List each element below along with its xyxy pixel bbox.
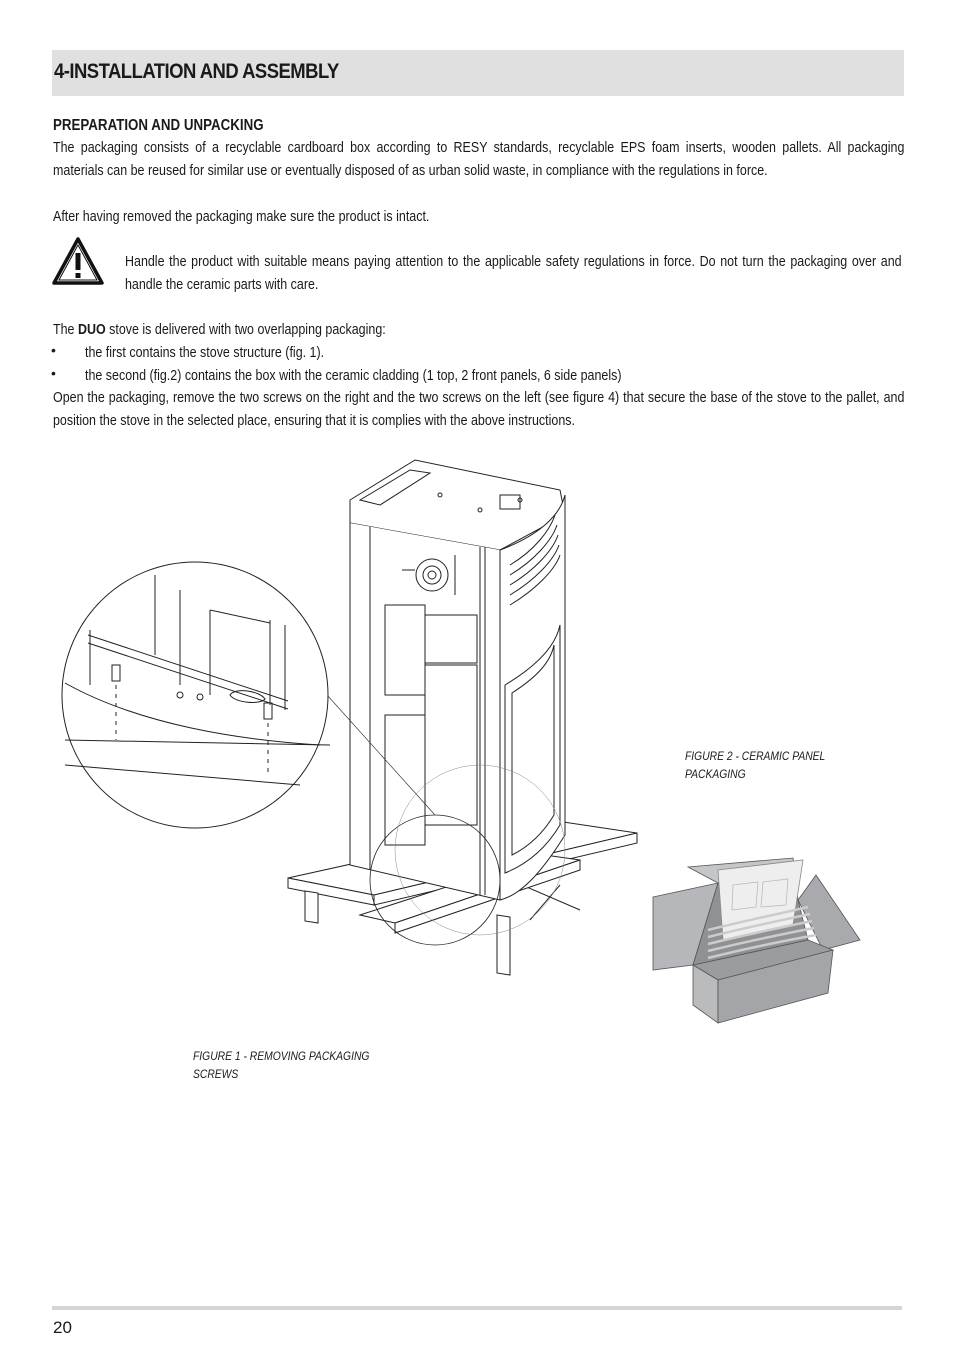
duo-prefix: The [53, 322, 78, 338]
intact-paragraph: After having removed the packaging make … [53, 209, 430, 225]
page-number: 20 [53, 1318, 72, 1337]
warning-triangle-icon [52, 237, 104, 285]
detail-outline [394, 764, 566, 936]
ceramic-panel-box-illustration [652, 857, 861, 1024]
warning-text: Handle the product with suitable means p… [125, 254, 902, 293]
bullet-dot: • [51, 365, 56, 381]
bullet-item: the first contains the stove structure (… [85, 345, 325, 361]
duo-model-name: DUO [77, 322, 106, 338]
stove-pallet-illustration [61, 459, 638, 976]
section-title: PREPARATION AND UNPACKING [53, 117, 264, 134]
magnified-detail [61, 561, 331, 829]
footer-divider [52, 1306, 902, 1310]
figure-1-caption: FIGURE 1 - REMOVING PACKAGING SCREWS [193, 1049, 370, 1081]
duo-suffix: stove is delivered with two overlapping … [105, 322, 386, 338]
bullet-item: the second (fig.2) contains the box with… [85, 368, 622, 384]
chapter-title: 4-INSTALLATION AND ASSEMBLY [54, 60, 339, 83]
figure-2-caption: FIGURE 2 - CERAMIC PANEL PACKAGING [685, 749, 826, 781]
packaging-paragraph: The packaging consists of a recyclable c… [53, 140, 905, 179]
bullet-dot: • [51, 342, 56, 358]
duo-intro: The DUO stove is delivered with two over… [53, 319, 386, 342]
open-packaging-paragraph: Open the packaging, remove the two screw… [53, 390, 905, 429]
chapter-header-bar: 4-INSTALLATION AND ASSEMBLY [52, 50, 904, 96]
stove-structure [349, 459, 566, 901]
